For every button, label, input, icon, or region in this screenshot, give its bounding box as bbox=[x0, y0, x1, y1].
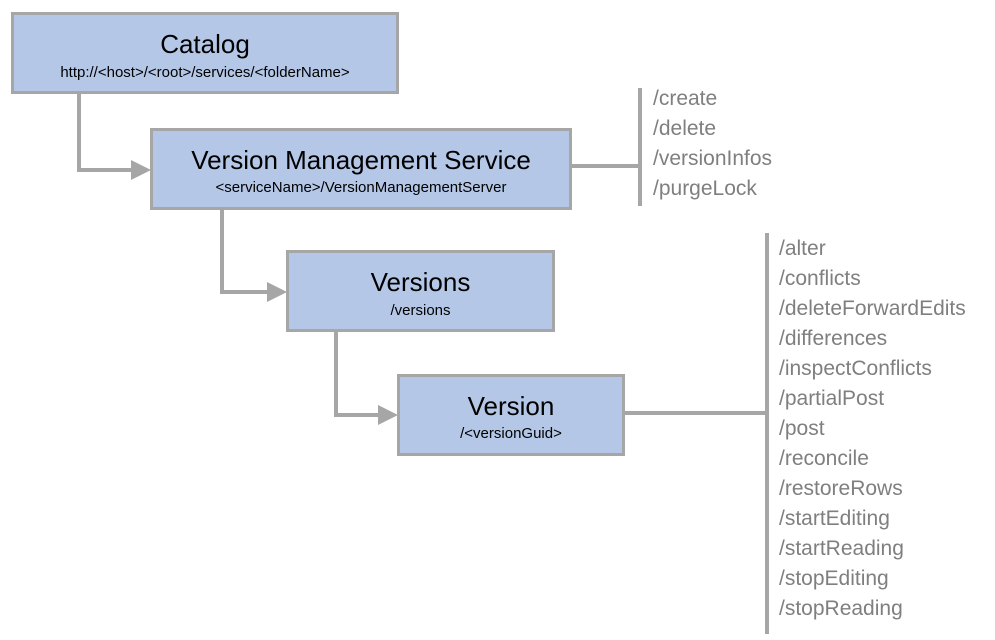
operation-item: /restoreRows bbox=[779, 477, 903, 500]
operation-item: /delete bbox=[653, 117, 717, 140]
versions-title: Versions bbox=[370, 267, 471, 297]
arrowhead-version bbox=[378, 405, 398, 425]
catalog-url: http://<host>/<root>/services/<folderNam… bbox=[60, 64, 350, 81]
catalog-title: Catalog bbox=[160, 29, 250, 59]
versions-node: Versions /versions bbox=[286, 250, 555, 332]
operation-item: /conflicts bbox=[779, 267, 861, 290]
operation-item: /post bbox=[779, 417, 825, 440]
arrowhead-versions bbox=[267, 282, 287, 302]
operation-item: /create bbox=[653, 87, 718, 110]
operation-item: /stopEditing bbox=[779, 567, 889, 590]
operation-item: /reconcile bbox=[779, 447, 869, 470]
catalog-node: Catalog http://<host>/<root>/services/<f… bbox=[11, 12, 399, 94]
version-operations-list: /alter /conflicts /deleteForwardEdits /d… bbox=[779, 234, 966, 624]
operation-item: /differences bbox=[779, 327, 888, 350]
operation-item: /alter bbox=[779, 237, 826, 260]
arrowhead-vms bbox=[131, 160, 151, 180]
operation-item: /deleteForwardEdits bbox=[779, 297, 966, 320]
operation-item: /startEditing bbox=[779, 507, 890, 530]
version-path: /<versionGuid> bbox=[460, 425, 562, 442]
operation-item: /inspectConflicts bbox=[779, 357, 932, 380]
version-management-service-operations-list: /create /delete /versionInfos /purgeLock bbox=[653, 84, 772, 204]
operation-item: /stopReading bbox=[779, 597, 903, 620]
connector-versions-to-version bbox=[334, 332, 388, 417]
operation-item: /partialPost bbox=[779, 387, 885, 410]
operation-item: /purgeLock bbox=[653, 177, 757, 200]
operation-item: /startReading bbox=[779, 537, 904, 560]
version-management-service-title: Version Management Service bbox=[191, 145, 531, 175]
version-node: Version /<versionGuid> bbox=[397, 374, 625, 456]
operation-item: /versionInfos bbox=[653, 147, 773, 170]
version-management-service-path: <serviceName>/VersionManagementServer bbox=[215, 179, 507, 196]
versions-path: /versions bbox=[390, 302, 451, 319]
version-title: Version bbox=[467, 391, 555, 421]
connector-catalog-to-vms bbox=[77, 94, 140, 172]
version-management-service-node: Version Management Service <serviceName>… bbox=[150, 128, 572, 210]
connector-vms-to-versions bbox=[220, 210, 277, 294]
